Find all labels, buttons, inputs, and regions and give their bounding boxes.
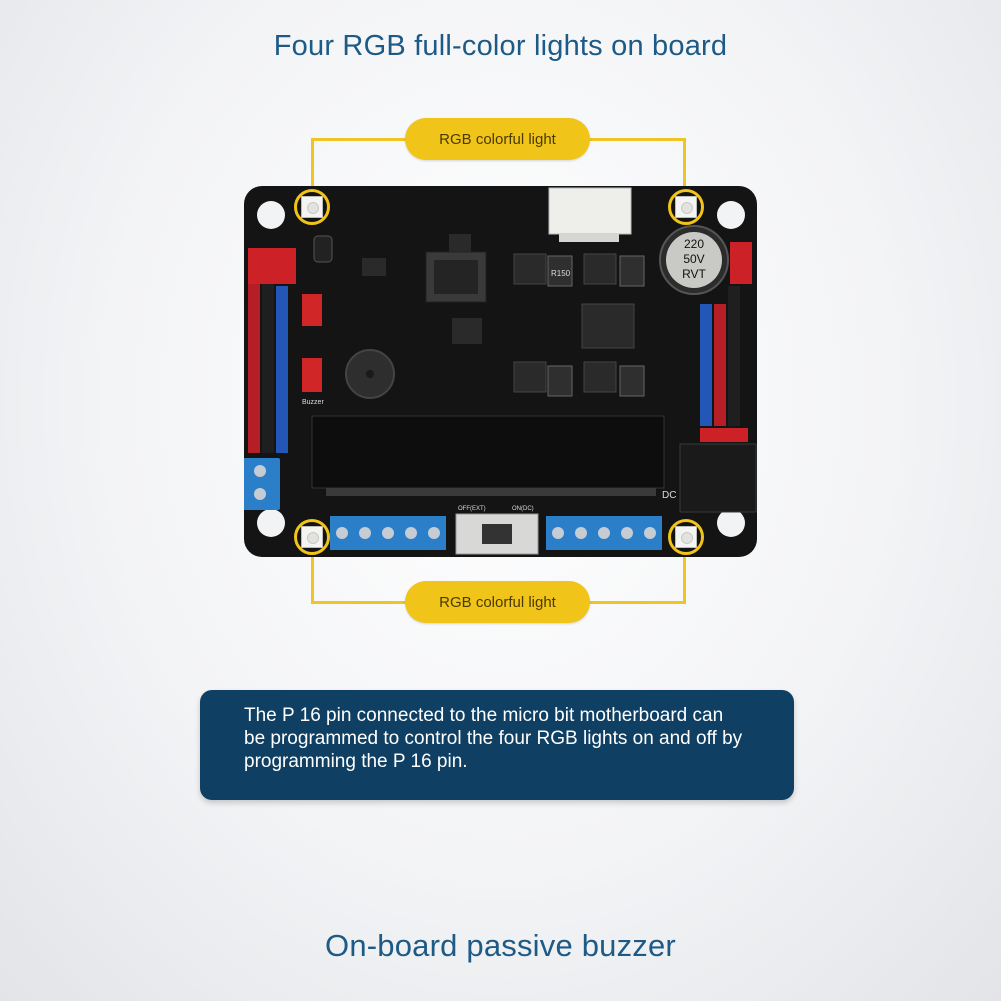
callout-leader-bottom [311, 601, 406, 604]
rgb-callout-label: RGB colorful light [439, 593, 556, 611]
resistor-code: R150 [551, 269, 571, 278]
callout-leader-bottom [683, 554, 686, 603]
capacitor-text: 220 [684, 237, 704, 251]
rgb-callout-label: RGB colorful light [439, 130, 556, 148]
section-title: On-board passive buzzer [325, 928, 676, 963]
smd-chips [513, 253, 635, 393]
resistors [547, 255, 645, 397]
ir-receiver [313, 235, 333, 263]
switch-label: OFF(EXT) [458, 506, 486, 512]
info-text: The P 16 pin connected to the micro bit … [244, 705, 743, 772]
rgb-callout-top: RGB colorful light [405, 118, 590, 160]
dc-jack [679, 443, 757, 513]
callout-leader-bottom [311, 554, 314, 603]
rgb-led-highlight-ring [294, 519, 330, 555]
rgb-led-highlight-ring [668, 519, 704, 555]
jumper [302, 294, 322, 326]
capacitor-text: RVT [682, 267, 706, 281]
callout-leader-top [589, 138, 686, 141]
motor-terminals-right [546, 516, 662, 550]
callout-leader-top [311, 138, 314, 190]
mounting-hole [257, 509, 285, 537]
capacitor-text: 50V [683, 252, 704, 266]
callout-leader-top [683, 138, 686, 190]
buzzer-silkscreen: Buzzer [302, 399, 324, 406]
left-pin-headers [248, 248, 296, 453]
page-title: Four RGB full-color lights on board [273, 30, 728, 62]
dc-silkscreen: DC [662, 490, 676, 501]
right-pin-headers [700, 242, 752, 442]
board-illustration: Buzzer R150 220 50V RVT [240, 186, 757, 557]
rgb-callout-bottom: RGB colorful light [405, 581, 590, 623]
mounting-hole [717, 509, 745, 537]
info-panel: The P 16 pin connected to the micro bit … [200, 690, 794, 800]
rgb-led-highlight-ring [668, 189, 704, 225]
power-terminal [240, 458, 280, 510]
callout-leader-top [311, 138, 406, 141]
jumper [302, 358, 322, 392]
expansion-board-photo: Buzzer R150 220 50V RVT [240, 186, 757, 557]
rgb-led-highlight-ring [294, 189, 330, 225]
microbit-slot [311, 415, 665, 489]
mounting-hole [717, 201, 745, 229]
callout-leader-bottom [589, 601, 686, 604]
white-connector [548, 187, 632, 235]
switch-label: ON(DC) [512, 506, 534, 512]
motor-terminals-left [330, 516, 446, 550]
mounting-hole [257, 201, 285, 229]
